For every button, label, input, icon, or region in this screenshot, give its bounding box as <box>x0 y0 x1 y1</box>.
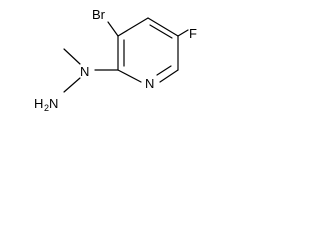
bromine-label: Br <box>92 7 106 22</box>
bond-n1-c2 <box>117 69 142 83</box>
molecule-structure: Br F N N H 2 N <box>34 7 197 113</box>
bond-n-methyl <box>63 48 81 65</box>
hydrazine-nitrogen-label: N <box>80 64 89 79</box>
bond-n-nh2 <box>63 77 81 93</box>
bond-c6-n1-inner <box>156 65 172 76</box>
bond-c4-c5-inner <box>149 24 173 39</box>
amino-n-label: N <box>49 96 58 111</box>
amino-h-label: H <box>34 96 43 111</box>
bond-c5-f <box>177 29 189 37</box>
amino-subscript-label: 2 <box>44 103 49 113</box>
bonds <box>63 17 189 93</box>
bond-c3-br <box>107 21 119 37</box>
atom-labels: Br F N N H 2 N <box>34 7 197 113</box>
bond-c6-n1 <box>159 69 179 83</box>
ring-nitrogen-label: N <box>145 76 154 91</box>
bond-c3-c4 <box>117 17 149 37</box>
bond-c4-c5 <box>147 17 179 37</box>
fluorine-label: F <box>189 26 197 41</box>
